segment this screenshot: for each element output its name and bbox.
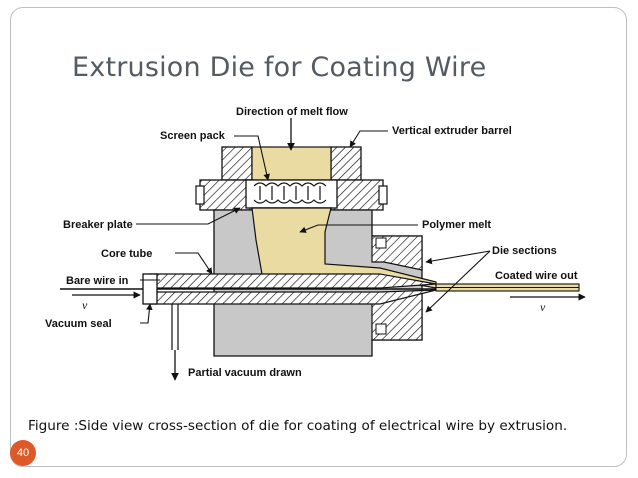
core-tube bbox=[149, 273, 437, 305]
label-screen-pack: Screen pack bbox=[160, 130, 226, 142]
label-barrel: Vertical extruder barrel bbox=[392, 125, 512, 137]
label-bare-wire: Bare wire in bbox=[66, 275, 129, 287]
label-v-in: v bbox=[82, 298, 88, 312]
leader-lines bbox=[136, 130, 491, 324]
vacuum-seal bbox=[142, 273, 158, 305]
label-core-tube: Core tube bbox=[101, 248, 152, 260]
screen-pack bbox=[245, 179, 338, 209]
label-v-out: v bbox=[540, 300, 546, 314]
label-die-sections: Die sections bbox=[492, 245, 557, 257]
extruder-barrel bbox=[195, 146, 388, 211]
label-polymer-melt: Polymer melt bbox=[422, 219, 491, 231]
figure-caption: Figure :Side view cross-section of die f… bbox=[28, 418, 568, 434]
die-sections bbox=[371, 235, 423, 341]
label-coated-wire: Coated wire out bbox=[495, 270, 578, 282]
label-vacuum-seal: Vacuum seal bbox=[45, 318, 112, 330]
label-partial-vacuum: Partial vacuum drawn bbox=[188, 367, 302, 379]
slide-title: Extrusion Die for Coating Wire bbox=[72, 52, 487, 83]
label-breaker-plate: Breaker plate bbox=[63, 219, 133, 231]
page-number-badge: 40 bbox=[10, 440, 36, 466]
polymer-melt-channel bbox=[251, 207, 437, 289]
label-melt-flow: Direction of melt flow bbox=[236, 106, 348, 118]
